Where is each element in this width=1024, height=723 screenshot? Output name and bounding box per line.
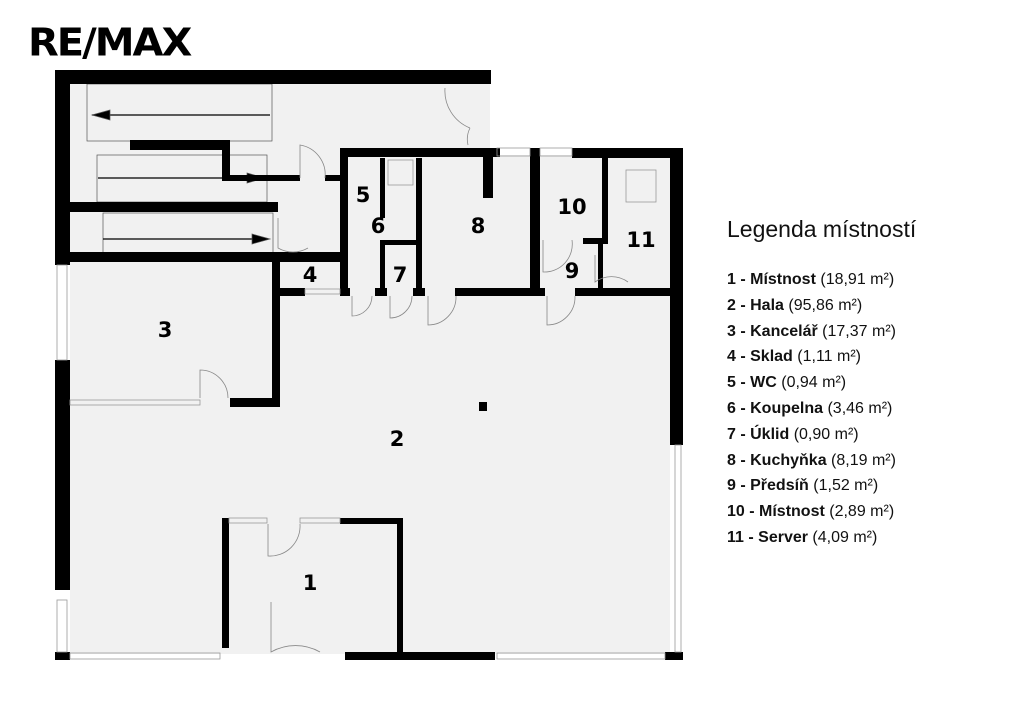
legend-item-number: 10: [727, 503, 745, 521]
legend-item-name: Hala: [750, 296, 784, 314]
legend-item-area: (0,90 m²): [793, 425, 859, 443]
legend-item-area: (3,46 m²): [827, 399, 893, 417]
legend-item: 4 - Sklad (1,11 m²): [727, 344, 916, 370]
legend-separator: -: [735, 271, 751, 288]
legend-item: 5 - WC (0,94 m²): [727, 370, 916, 396]
legend-item-name: WC: [750, 374, 777, 392]
legend-item: 1 - Místnost (18,91 m²): [727, 267, 916, 293]
legend-item-number: 1: [727, 271, 736, 288]
legend-item-number: 5: [727, 374, 736, 392]
legend-item-area: (8,19 m²): [831, 451, 896, 469]
room-label-8: 8: [471, 214, 486, 238]
legend-item-area: (0,94 m²): [781, 374, 847, 392]
remax-logo: RE/MAX: [28, 21, 192, 65]
room-label-3: 3: [158, 318, 173, 342]
room-label-11: 11: [626, 228, 655, 252]
room-label-6: 6: [371, 214, 386, 238]
floor: [70, 84, 675, 654]
legend-item-name: Sklad: [750, 348, 793, 366]
room-label-1: 1: [303, 571, 318, 595]
legend-item: 10 - Místnost (2,89 m²): [727, 499, 916, 525]
room-label-2: 2: [390, 427, 405, 451]
legend-item: 3 - Kancelář (17,37 m²): [727, 319, 916, 345]
legend-item-name: Kancelář: [750, 322, 818, 340]
room-label-4: 4: [303, 263, 318, 287]
legend-item: 7 - Úklid (0,90 m²): [727, 422, 916, 448]
legend-item: 6 - Koupelna (3,46 m²): [727, 396, 916, 422]
legend-item: 11 - Server (4,09 m²): [727, 525, 916, 551]
legend-separator: -: [735, 374, 751, 392]
room-labels: 1 2 3 4 5 6 7 8 9 10 11: [158, 183, 656, 595]
legend-item-number: 2: [727, 296, 736, 314]
legend-item-number: 3: [727, 322, 736, 340]
legend-item-name: Předsíň: [750, 477, 809, 495]
legend-separator: -: [735, 451, 751, 469]
legend-item-name: Koupelna: [750, 399, 824, 417]
legend-item-number: 6: [727, 399, 736, 417]
legend-item-number: 7: [727, 425, 736, 443]
legend-item-number: 9: [727, 477, 736, 495]
legend-separator: -: [735, 296, 751, 314]
legend-item: 8 - Kuchyňka (8,19 m²): [727, 448, 916, 474]
legend-item-name: Místnost: [759, 503, 825, 521]
legend-item-name: Kuchyňka: [750, 451, 827, 469]
legend-item-name: Server: [758, 528, 808, 546]
legend-item-number: 11: [727, 528, 744, 546]
legend-separator: -: [735, 425, 751, 443]
legend-item: 9 - Předsíň (1,52 m²): [727, 473, 916, 499]
windows: [56, 147, 682, 660]
room-label-9: 9: [565, 259, 580, 283]
legend-item-area: (95,86 m²): [788, 296, 863, 314]
legend-separator: -: [735, 348, 751, 366]
room-legend: Legenda místností 1 - Místnost (18,91 m²…: [727, 216, 916, 551]
legend-item: 2 - Hala (95,86 m²): [727, 293, 916, 319]
room-label-5: 5: [356, 183, 371, 207]
room-label-7: 7: [393, 263, 408, 287]
legend-title: Legenda místností: [727, 216, 917, 242]
legend-item-area: (2,89 m²): [829, 503, 895, 521]
legend-item-area: (17,37 m²): [822, 322, 896, 340]
room-label-10: 10: [557, 195, 586, 219]
legend-separator: -: [744, 503, 760, 521]
legend-separator: -: [735, 477, 751, 495]
legend-item-area: (18,91 m²): [820, 271, 895, 288]
legend-separator: -: [735, 399, 751, 417]
legend-item-name: Úklid: [750, 425, 790, 443]
legend-item-number: 8: [727, 451, 736, 469]
legend-separator: -: [735, 322, 751, 340]
walls: [55, 70, 683, 660]
legend-item-area: (1,52 m²): [813, 477, 879, 495]
legend-item-number: 4: [727, 348, 736, 366]
legend-item-name: Místnost: [750, 271, 816, 288]
doors: [199, 87, 629, 653]
legend-item-area: (4,09 m²): [812, 528, 878, 546]
legend-item-area: (1,11 m²): [797, 348, 861, 366]
legend-separator: -: [743, 528, 759, 546]
